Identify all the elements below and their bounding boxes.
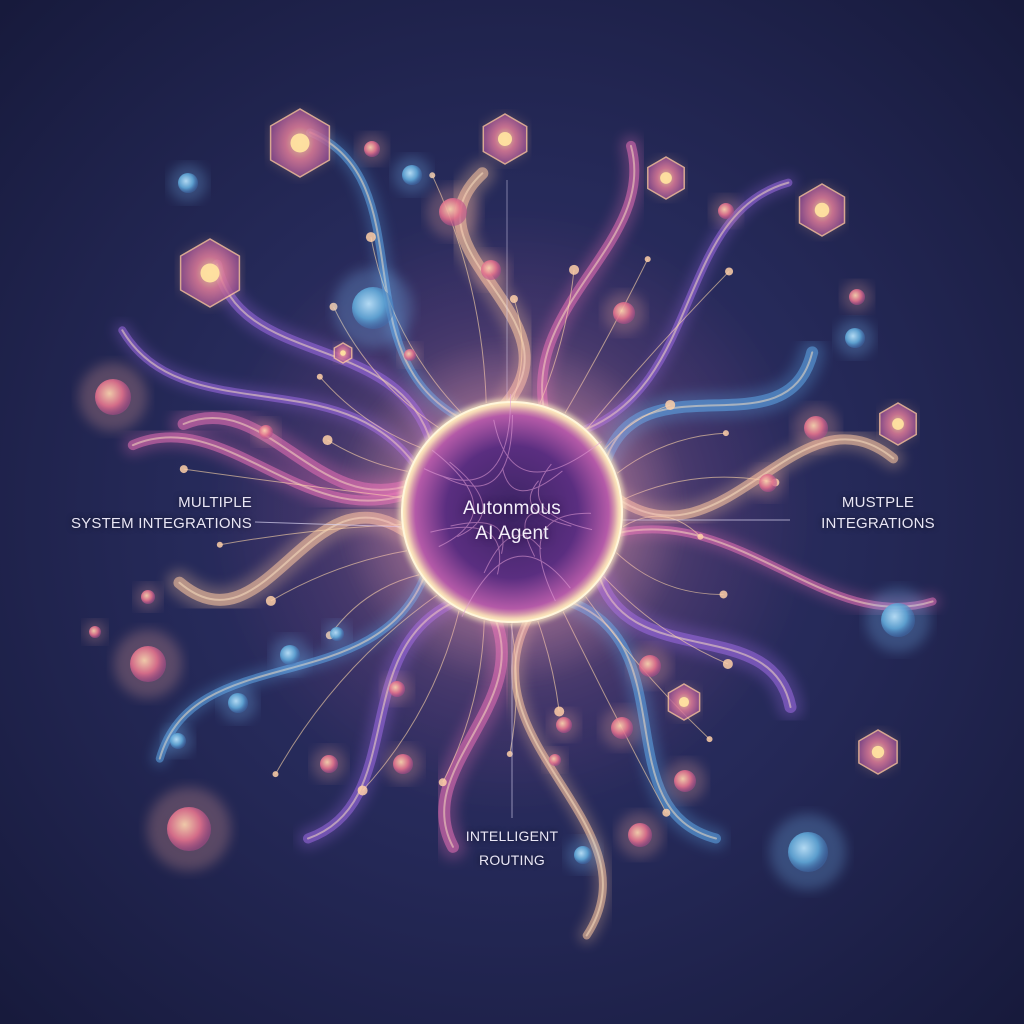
label-left-line-1: MULTIPLE <box>178 494 252 511</box>
hex-core <box>892 418 904 430</box>
orb-node-icon <box>167 807 211 851</box>
orb-node-icon <box>639 655 661 677</box>
core-vein <box>502 467 563 492</box>
hex-core <box>340 350 346 356</box>
core-vein <box>430 526 501 575</box>
core-vein <box>537 463 593 531</box>
label-intelligent-routing: INTELLIGENT ROUTING <box>437 824 587 872</box>
orb-node-icon <box>849 289 865 305</box>
hex-core <box>200 263 220 283</box>
fiber-tip <box>722 430 729 437</box>
fiber-tip <box>179 465 188 474</box>
label-left-line-2: SYSTEM INTEGRATIONS <box>70 515 252 532</box>
orb-node-icon <box>613 302 635 324</box>
orb-node-icon <box>404 349 416 361</box>
hexagon-nodes <box>179 108 917 775</box>
fiber-tip <box>438 778 447 787</box>
orb-node-icon <box>393 754 413 774</box>
center-line-1: Autonmous <box>463 498 561 519</box>
orb-node-icon <box>170 733 186 749</box>
fiber-tip <box>365 232 376 243</box>
orb-node-icon <box>804 416 828 440</box>
orb-node-icon <box>674 770 696 792</box>
core-vein <box>450 522 504 554</box>
orb-node-icon <box>364 141 380 157</box>
orb-node-icon <box>481 260 501 280</box>
fiber-tip <box>272 771 279 778</box>
fiber-tip <box>722 658 733 669</box>
label-bottom-line-2: ROUTING <box>479 852 545 868</box>
orb-node-icon <box>628 823 652 847</box>
hex-core <box>498 132 512 146</box>
fiber-tip <box>706 736 713 743</box>
fiber-tip <box>569 264 580 275</box>
core-vein <box>449 461 484 538</box>
orb-node-icon <box>788 832 828 872</box>
fiber-tip <box>662 808 671 817</box>
orb-node-icon <box>556 717 572 733</box>
fiber-tip <box>216 541 223 548</box>
fiber-tip <box>509 295 518 304</box>
fiber-tip <box>665 399 676 410</box>
glowing-core-icon <box>337 337 687 687</box>
orb-node-icon <box>352 287 394 329</box>
hex-core <box>814 202 830 218</box>
fiber-tip <box>316 373 323 380</box>
core-vein <box>524 511 543 557</box>
fiber-tip <box>719 590 728 599</box>
fiber-tip <box>265 595 276 606</box>
orb-node-icon <box>280 645 300 665</box>
orb-node-icon <box>549 754 561 766</box>
orb-node-icon <box>402 165 422 185</box>
core-vein <box>539 512 591 602</box>
label-bottom-line-1: INTELLIGENT <box>465 828 559 844</box>
orb-node-icon <box>611 717 633 739</box>
hex-core <box>290 133 310 153</box>
core-vein <box>431 449 475 548</box>
core-vein <box>423 394 512 481</box>
orb-node-icon <box>259 425 273 439</box>
orb-nodes <box>78 133 931 890</box>
fiber-tip <box>322 435 333 446</box>
label-autonomous-ai-agent: Autonmous AI Agent <box>412 496 612 546</box>
orb-node-icon <box>178 173 198 193</box>
hex-core <box>678 696 690 708</box>
orb-node-icon <box>330 627 344 641</box>
fiber-tip <box>357 785 368 796</box>
fiber-tip <box>506 750 513 757</box>
orb-node-icon <box>759 474 777 492</box>
orb-node-icon <box>718 203 734 219</box>
orb-node-icon <box>881 603 915 637</box>
fiber-tip <box>644 256 651 263</box>
fiber-tip <box>725 267 734 276</box>
hex-core <box>660 172 672 184</box>
fiber-tip <box>697 533 704 540</box>
orb-node-icon <box>228 693 248 713</box>
label-right-line-1: MUSTPLE <box>841 494 915 511</box>
label-integrations: MUSTPLE INTEGRATIONS <box>778 492 978 534</box>
core-vein <box>529 480 572 527</box>
orb-node-icon <box>845 328 865 348</box>
orb-node-icon <box>439 198 467 226</box>
core-vein <box>461 555 571 617</box>
orb-node-icon <box>141 590 155 604</box>
center-line-2: AI Agent <box>475 523 549 544</box>
orb-node-icon <box>389 681 405 697</box>
orb-node-icon <box>89 626 101 638</box>
core-vein <box>493 419 602 473</box>
orb-node-icon <box>130 646 166 682</box>
label-multiple-system-integrations: MULTIPLE SYSTEM INTEGRATIONS <box>40 492 252 534</box>
hex-core <box>871 745 885 759</box>
label-right-line-2: INTEGRATIONS <box>821 515 935 532</box>
orb-node-icon <box>574 846 592 864</box>
orb-node-icon <box>320 755 338 773</box>
core-vein <box>443 414 513 487</box>
orb-node-icon <box>95 379 131 415</box>
core-vein <box>483 534 542 574</box>
